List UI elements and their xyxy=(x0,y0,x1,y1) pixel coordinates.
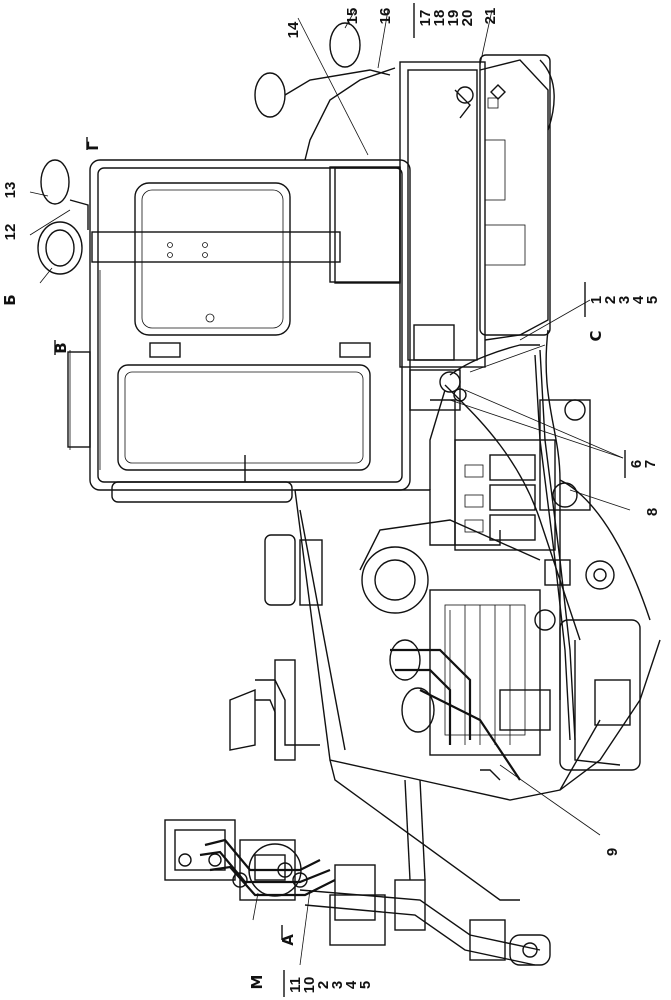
label-2: 2 xyxy=(602,296,619,304)
label-6: 6 xyxy=(628,460,645,468)
front-assembly xyxy=(164,779,551,966)
label-group-6-7: 6 7 xyxy=(624,450,659,478)
label-3: 3 xyxy=(616,296,633,304)
label-13: 13 xyxy=(2,182,19,199)
label-10: 10 xyxy=(301,977,318,994)
label-view-S: С xyxy=(587,330,605,341)
engine xyxy=(229,519,641,781)
label-view-A: А xyxy=(279,934,297,946)
label-21: 21 xyxy=(482,8,499,25)
label-group-17-20: 17 18 19 20 xyxy=(413,3,476,38)
label-4b: 4 xyxy=(343,980,360,989)
label-19: 19 xyxy=(445,10,462,27)
label-1: 1 xyxy=(588,296,605,304)
label-17: 17 xyxy=(417,10,434,27)
label-view-G: Г xyxy=(84,141,102,151)
label-7: 7 xyxy=(642,460,659,468)
harness xyxy=(304,67,581,781)
label-view-V: В xyxy=(52,342,70,353)
label-9: 9 xyxy=(604,848,621,856)
label-group-11-5: 11 10 2 3 4 5 xyxy=(283,970,374,997)
callouts: 14 15 16 17 18 19 20 21 13 12 Б В Г С А … xyxy=(1,3,661,997)
cab xyxy=(67,159,411,503)
label-2b: 2 xyxy=(315,981,332,989)
label-view-B: Б xyxy=(1,294,19,305)
valve-block xyxy=(454,399,591,551)
label-3b: 3 xyxy=(329,981,346,989)
label-14: 14 xyxy=(285,21,302,38)
label-15: 15 xyxy=(344,8,361,25)
leader-lines xyxy=(29,9,631,966)
label-view-M: М xyxy=(248,975,266,990)
label-18: 18 xyxy=(431,10,448,27)
fuel-tank xyxy=(310,54,551,368)
label-12: 12 xyxy=(2,224,19,241)
label-5b: 5 xyxy=(357,981,374,989)
hoses xyxy=(199,838,336,897)
mirrors xyxy=(37,22,391,275)
label-20: 20 xyxy=(459,10,476,27)
label-4: 4 xyxy=(630,295,647,304)
label-11: 11 xyxy=(287,977,304,993)
label-8: 8 xyxy=(644,508,661,516)
label-16: 16 xyxy=(377,8,394,25)
label-group-1-5: 1 2 3 4 5 xyxy=(584,282,661,317)
label-5: 5 xyxy=(644,296,661,304)
